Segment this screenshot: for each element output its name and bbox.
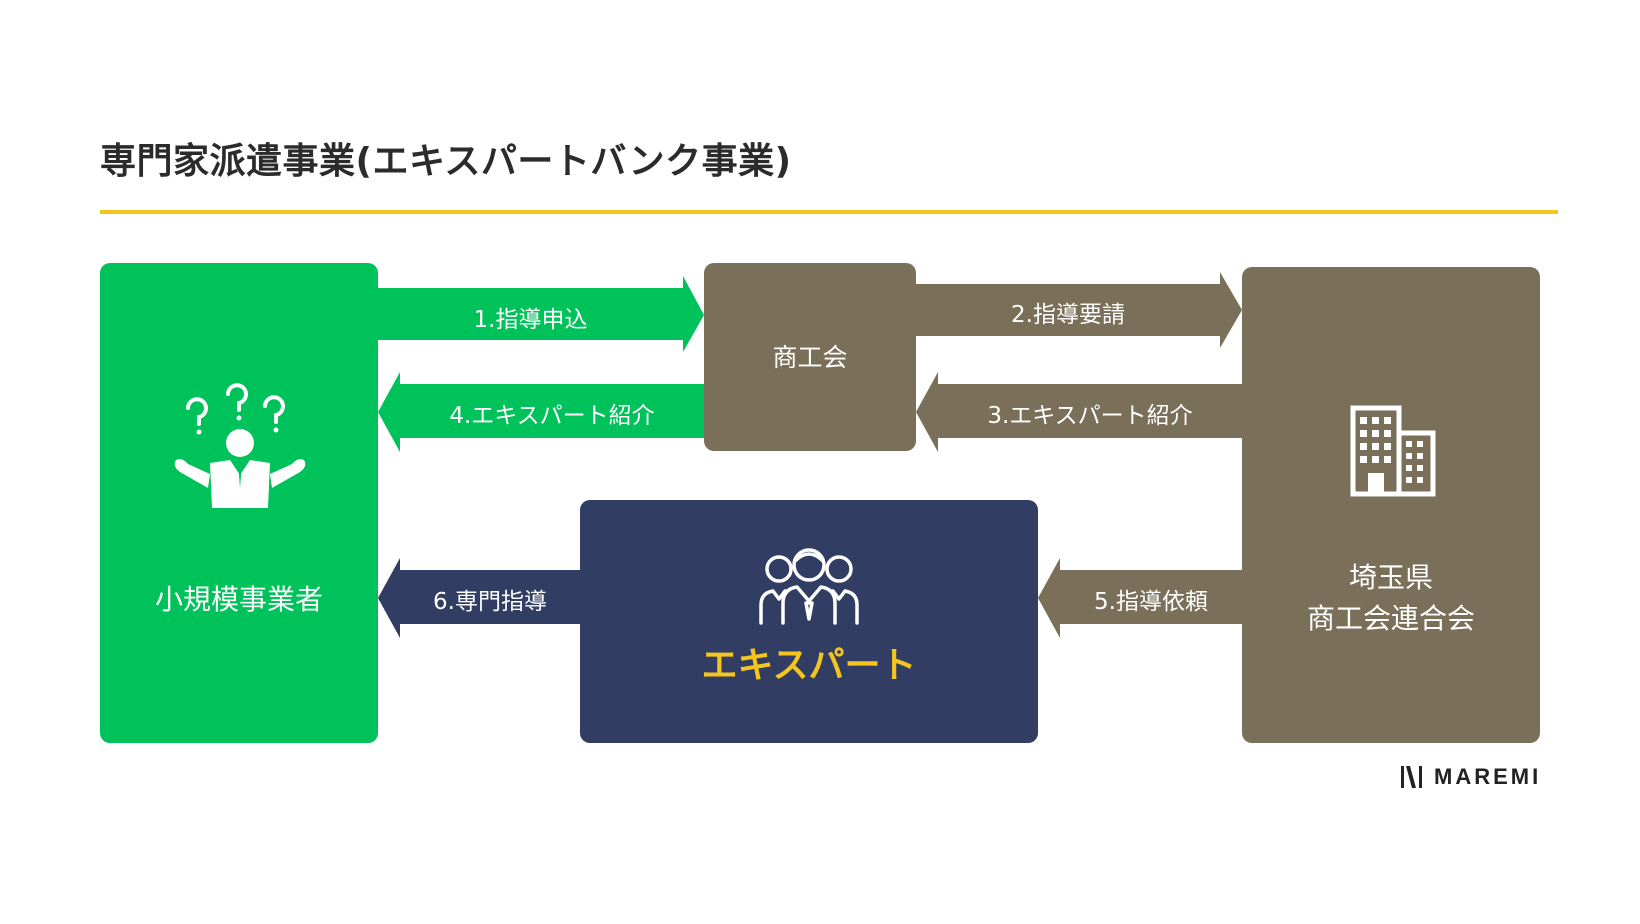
arrow-2-shape — [916, 272, 1242, 348]
arrow-5-shape — [1038, 558, 1242, 638]
expert-team-icon — [759, 548, 859, 625]
small-business-label: 小規模事業者 — [154, 583, 323, 616]
arrow-2-label: 2.指導要請 — [1011, 302, 1125, 328]
arrow-6-shape — [378, 558, 580, 638]
office-building-icon — [1350, 405, 1436, 497]
arrow-4-shape — [378, 372, 704, 452]
arrow-6-label: 6.専門指導 — [433, 589, 547, 615]
prefecture-box — [1242, 267, 1540, 743]
maremi-logo: MAREMI — [1400, 762, 1541, 792]
arrow-1-label: 1.指導申込 — [473, 307, 588, 333]
logo-text: MAREMI — [1434, 764, 1542, 789]
prefecture-label: 埼玉県 商工会連合会 — [1242, 558, 1540, 639]
expert-label: エキスパート — [701, 645, 917, 686]
arrow-3-shape — [916, 372, 1242, 452]
confused-businessman-icon — [174, 383, 306, 508]
prefecture-label-line2: 商工会連合会 — [1306, 601, 1475, 635]
chamber-label: 商工会 — [772, 343, 848, 372]
chamber-box — [704, 263, 916, 451]
page-title: 専門家派遣事業(エキスパートバンク事業) — [100, 141, 792, 182]
arrow-3-label: 3.エキスパート紹介 — [987, 403, 1193, 429]
maremi-logo-icon — [1401, 766, 1422, 788]
arrow-4-label: 4.エキスパート紹介 — [449, 403, 655, 429]
arrow-5-label: 5.指導依頼 — [1094, 589, 1208, 615]
arrow-1-shape — [378, 276, 704, 352]
prefecture-label-line1: 埼玉県 — [1348, 561, 1433, 594]
title-underline — [100, 210, 1558, 214]
